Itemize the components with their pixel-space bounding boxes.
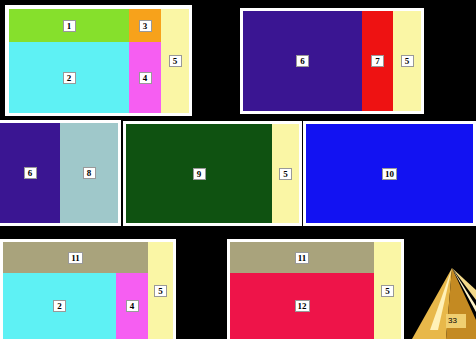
- page-number: 33: [448, 316, 457, 326]
- color-block: 7: [362, 11, 393, 111]
- color-block: 5: [374, 242, 401, 339]
- callout-number: 8: [83, 167, 96, 179]
- callout-number: 5: [381, 285, 394, 297]
- logo: [412, 268, 476, 339]
- callout-number: 2: [63, 72, 76, 84]
- callout-number: 5: [154, 285, 167, 297]
- callout-number: 6: [296, 55, 309, 67]
- color-block: 4: [129, 42, 161, 113]
- callout-number: 2: [53, 300, 66, 312]
- callout-number: 5: [279, 168, 292, 180]
- color-block: 5: [148, 242, 173, 339]
- panel-frame: [227, 239, 404, 339]
- callout-number: 9: [193, 168, 206, 180]
- color-block: 5: [272, 124, 299, 223]
- color-block: 2: [3, 273, 116, 339]
- color-block: 8: [60, 123, 118, 223]
- callout-number: 11: [68, 252, 83, 264]
- color-block: 6: [243, 11, 362, 111]
- color-block: 9: [126, 124, 272, 223]
- color-block: 11: [230, 242, 374, 273]
- logo-face: [446, 268, 476, 339]
- panel-frame: [5, 5, 192, 116]
- color-block: 5: [393, 11, 421, 111]
- callout-number: 11: [295, 252, 310, 264]
- color-block: 12: [230, 273, 374, 339]
- color-block: 11: [3, 242, 148, 273]
- number-patch: [446, 314, 466, 328]
- callout-number: 10: [382, 168, 397, 180]
- panel-frame: [303, 121, 476, 226]
- color-block: 6: [0, 123, 60, 223]
- callout-number: 12: [295, 300, 310, 312]
- panel-frame: [123, 121, 302, 226]
- color-block: 5: [161, 9, 189, 113]
- panel-frame: [0, 120, 121, 226]
- callout-number: 4: [139, 72, 152, 84]
- callout-number: 3: [139, 20, 152, 32]
- logo-face: [412, 268, 452, 339]
- color-block: 10: [306, 124, 473, 223]
- callout-number: 1: [63, 20, 76, 32]
- callout-number: 5: [401, 55, 414, 67]
- callout-number: 7: [371, 55, 384, 67]
- logo-ray: [452, 268, 476, 300]
- color-block: 3: [129, 9, 161, 42]
- color-block: 4: [116, 273, 148, 339]
- callout-number: 4: [126, 300, 139, 312]
- callout-number: 6: [24, 167, 37, 179]
- color-block: 1: [9, 9, 129, 42]
- panel-frame: [240, 8, 424, 114]
- logo-ray: [452, 268, 476, 312]
- callout-number: 5: [169, 55, 182, 67]
- panel-frame: [0, 239, 176, 339]
- color-block: 2: [9, 42, 129, 113]
